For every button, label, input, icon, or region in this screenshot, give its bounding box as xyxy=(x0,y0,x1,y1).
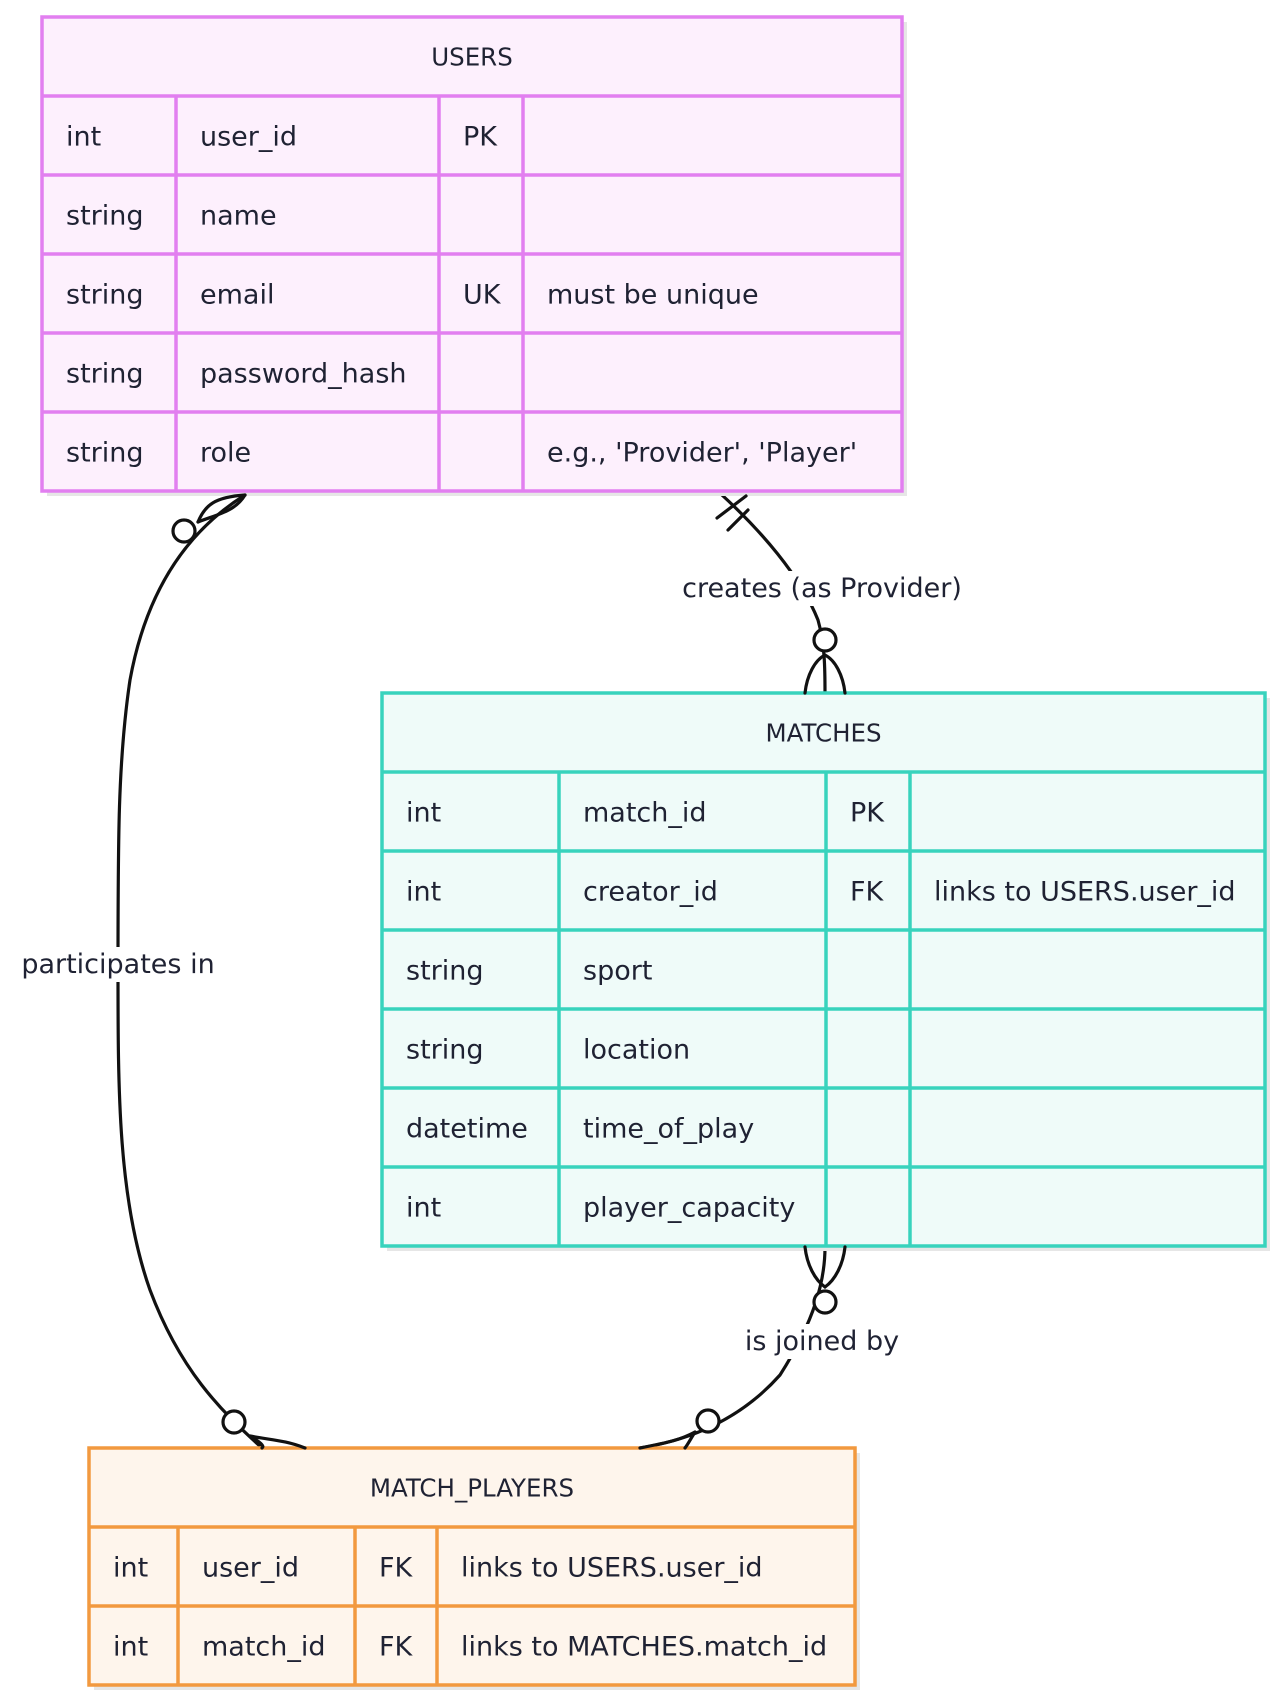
entity-box xyxy=(380,691,1267,1248)
entity-users: USERS int user_id PK string name string email UK… xyxy=(40,15,907,496)
attribute-comment: links to USERS.user_id xyxy=(934,877,1236,908)
zero-circle-icon xyxy=(695,1408,721,1434)
attribute-type: int xyxy=(406,1193,441,1224)
attribute-name: sport xyxy=(583,956,652,987)
attribute-type: int xyxy=(113,1632,148,1663)
zero-circle-icon xyxy=(812,1289,838,1315)
attribute-name: user_id xyxy=(202,1553,299,1584)
attribute-name: name xyxy=(200,201,277,232)
attribute-key: UK xyxy=(463,280,502,311)
attribute-name: player_capacity xyxy=(583,1193,795,1224)
attribute-type: int xyxy=(406,877,441,908)
zero-circle-icon xyxy=(812,627,838,653)
relationship-label: participates in xyxy=(21,949,214,980)
creates-line xyxy=(720,493,827,695)
one-bar-icon xyxy=(715,494,748,520)
attribute-key: FK xyxy=(379,1553,414,1584)
attribute-type: string xyxy=(66,438,144,469)
attribute-comment: links to MATCHES.match_id xyxy=(461,1632,827,1663)
crow-foot-icon xyxy=(248,1434,307,1450)
attribute-type: string xyxy=(406,956,484,987)
attribute-comment: must be unique xyxy=(547,280,759,311)
attribute-type: int xyxy=(406,798,441,829)
relationship-label: is joined by xyxy=(745,1326,899,1357)
attribute-name: location xyxy=(583,1035,690,1066)
attribute-name: time_of_play xyxy=(583,1114,754,1145)
attribute-name: password_hash xyxy=(200,359,407,390)
entity-box xyxy=(87,1446,857,1687)
attribute-name: role xyxy=(200,438,251,469)
zero-circle-icon xyxy=(221,1409,247,1435)
attribute-name: email xyxy=(200,280,274,311)
attribute-name: match_id xyxy=(202,1632,326,1663)
attribute-key: FK xyxy=(850,877,885,908)
relationship-label: creates (as Provider) xyxy=(682,573,962,604)
attribute-type: string xyxy=(66,280,144,311)
zero-circle-icon xyxy=(171,518,197,544)
crow-foot-icon xyxy=(803,653,827,695)
attribute-type: string xyxy=(66,359,144,390)
cardinality-markers xyxy=(171,493,847,1450)
entity-matches: MATCHES int match_id PK int creator_id FK links… xyxy=(380,691,1270,1251)
attribute-type: int xyxy=(113,1553,148,1584)
entity-title: MATCH_PLAYERS xyxy=(370,1474,574,1503)
crow-foot-icon xyxy=(196,493,247,524)
attribute-type: datetime xyxy=(406,1114,528,1145)
attribute-name: match_id xyxy=(583,798,707,829)
entity-title: MATCHES xyxy=(765,719,881,748)
attribute-name: creator_id xyxy=(583,877,718,908)
attribute-key: PK xyxy=(463,122,498,153)
attribute-type: string xyxy=(66,201,144,232)
crow-foot-icon xyxy=(803,1245,827,1289)
attribute-key: FK xyxy=(379,1632,414,1663)
attribute-type: string xyxy=(406,1035,484,1066)
entity-title: USERS xyxy=(431,43,513,72)
crow-foot-icon xyxy=(638,1430,697,1450)
attribute-type: int xyxy=(66,122,101,153)
relationship-labels: participates in creates (as Provider) is j… xyxy=(17,571,966,1359)
attribute-comment: e.g., 'Provider', 'Player' xyxy=(547,438,857,469)
attribute-comment: links to USERS.user_id xyxy=(461,1553,763,1584)
attribute-name: user_id xyxy=(200,122,297,153)
attribute-key: PK xyxy=(850,798,885,829)
